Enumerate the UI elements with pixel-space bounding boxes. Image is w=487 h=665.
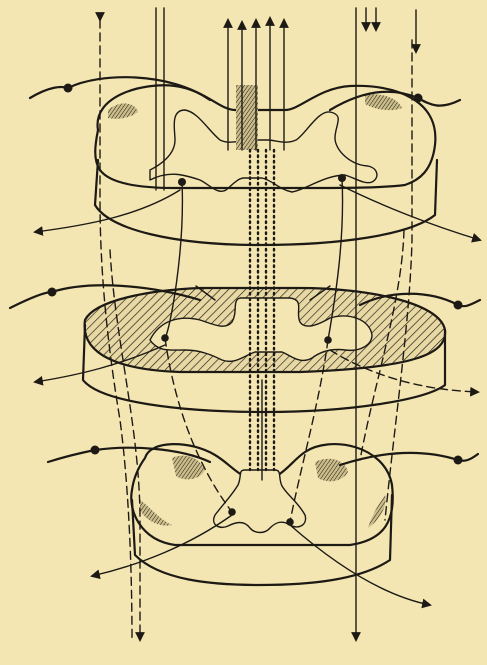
lower-left-hatch	[172, 456, 205, 480]
lower-right-hatch	[315, 459, 348, 482]
middle-cord-segment	[83, 286, 445, 412]
upper-dorsal-column	[236, 85, 258, 150]
lower-right-edge-hatch	[368, 495, 386, 528]
upper-left-hatch	[108, 103, 138, 118]
upper-right-hatch	[365, 94, 402, 110]
lower-left-edge-hatch	[140, 500, 172, 526]
